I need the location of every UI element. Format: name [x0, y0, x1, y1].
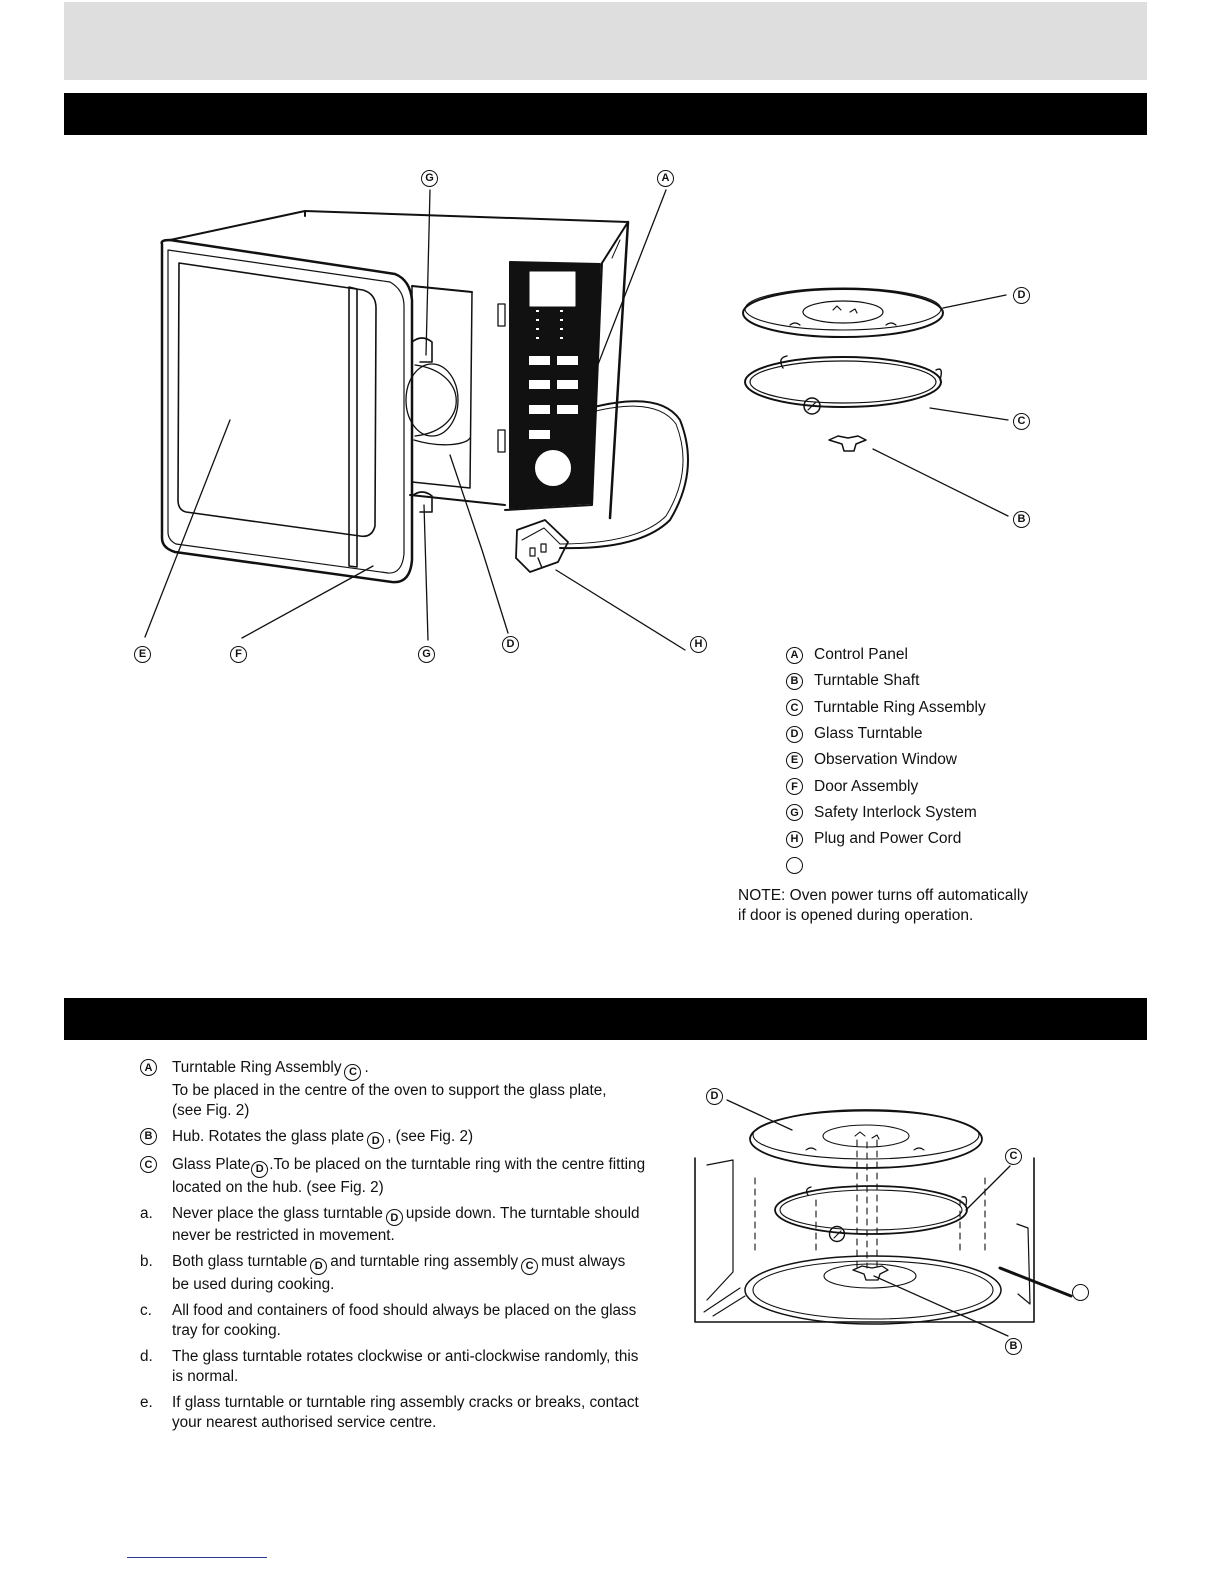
note-line-1: NOTE: Oven power turns off automatically	[738, 887, 1029, 904]
legend-item-safety-interlock: G Safety Interlock System	[786, 800, 986, 826]
callout-parts-b: B	[1013, 511, 1030, 528]
instruction-text: tray for cooking.	[172, 1321, 281, 1339]
instruction-marker: a.	[140, 1204, 153, 1222]
legend-letter: F	[786, 778, 803, 796]
callout-fig2-d: D	[706, 1088, 723, 1105]
legend-item-control-panel: A Control Panel	[786, 642, 986, 668]
callout-fig2-unlabeled	[1072, 1284, 1089, 1301]
instruction-text: To be placed in the centre of the oven t…	[172, 1081, 607, 1099]
legend-label: Observation Window	[814, 751, 958, 769]
ref-letter: D	[385, 1209, 403, 1226]
ref-letter: D	[367, 1132, 385, 1149]
callout-d: D	[502, 636, 519, 653]
footer-link-underline	[127, 1557, 267, 1558]
instruction-item-d: d. The glass turntable rotates clockwise…	[140, 1347, 700, 1387]
instruction-letter: C	[140, 1156, 157, 1173]
instruction-text: (see Fig. 2)	[172, 1101, 250, 1119]
instruction-text: be used during cooking.	[172, 1275, 335, 1293]
instruction-marker: b.	[140, 1253, 153, 1270]
ref-letter: C	[521, 1257, 539, 1275]
legend-label: Turntable Shaft	[814, 672, 920, 690]
legend-letter: E	[786, 751, 803, 769]
instruction-letter: B	[140, 1127, 157, 1145]
instruction-text: .	[364, 1059, 369, 1076]
callout-g-bottom: G	[418, 646, 435, 663]
legend-letter: A	[786, 646, 803, 664]
legend-label: Door Assembly	[814, 777, 919, 795]
instruction-text: If glass turntable or turntable ring ass…	[172, 1393, 639, 1411]
legend-item-door-assembly: F Door Assembly	[786, 773, 986, 799]
legend-item-blank	[786, 852, 986, 878]
instruction-text: Never place the glass turntable	[172, 1204, 383, 1222]
legend-letter: D	[786, 725, 803, 743]
legend-letter	[786, 857, 803, 875]
section-bar-installation	[64, 998, 1147, 1040]
ref-letter: D	[310, 1257, 328, 1275]
callout-e: E	[134, 646, 151, 663]
callout-g-top: G	[421, 170, 438, 187]
instruction-text: located on the hub. (see Fig. 2)	[172, 1178, 384, 1196]
legend-label: Plug and Power Cord	[814, 830, 962, 848]
section-bar-identification	[64, 93, 1147, 135]
instruction-text: .To be placed on the turntable ring with…	[269, 1156, 646, 1173]
safety-note: NOTE: Oven power turns off automatically…	[738, 886, 1078, 926]
callout-f: F	[230, 646, 247, 663]
instruction-text: your nearest authorised service centre.	[172, 1413, 437, 1431]
callout-parts-d: D	[1013, 287, 1030, 304]
legend-item-plug-cord: H Plug and Power Cord	[786, 826, 986, 852]
instruction-text: Turntable Ring Assembly	[172, 1059, 342, 1076]
instruction-text: must always	[541, 1253, 626, 1270]
callout-fig2-c: C	[1005, 1148, 1022, 1165]
instruction-text: Hub. Rotates the glass plate	[172, 1127, 365, 1145]
instruction-text: upside down. The turntable should	[405, 1204, 640, 1222]
instruction-text: The glass turntable rotates clockwise or…	[172, 1347, 639, 1365]
instruction-text: All food and containers of food should a…	[172, 1301, 637, 1319]
legend-label: Control Panel	[814, 646, 908, 664]
legend-letter: C	[786, 699, 803, 717]
instruction-text: , (see Fig. 2)	[387, 1127, 474, 1145]
instruction-item-e: e. If glass turntable or turntable ring …	[140, 1393, 700, 1433]
legend-letter: H	[786, 830, 803, 848]
legend-label: Turntable Ring Assembly	[814, 698, 986, 716]
instruction-text: Glass Plate	[172, 1156, 251, 1173]
instruction-text: Both glass turntable	[172, 1253, 308, 1270]
callout-parts-c: C	[1013, 413, 1030, 430]
page-header-band	[64, 2, 1147, 80]
ref-letter: C	[344, 1063, 362, 1081]
instruction-text: is normal.	[172, 1367, 239, 1385]
instruction-marker: e.	[140, 1393, 153, 1411]
instruction-text: and turntable ring assembly	[330, 1253, 519, 1270]
legend-item-turntable-shaft: B Turntable Shaft	[786, 668, 986, 694]
legend-label: Glass Turntable	[814, 725, 923, 743]
legend-item-observation-window: E Observation Window	[786, 747, 986, 773]
legend-letter: G	[786, 804, 803, 822]
instruction-letter: A	[140, 1059, 157, 1076]
callout-a: A	[657, 170, 674, 187]
note-line-2: if door is opened during operation.	[738, 907, 974, 924]
callout-h: H	[690, 636, 707, 653]
instruction-marker: c.	[140, 1301, 152, 1319]
legend-label: Safety Interlock System	[814, 803, 977, 821]
legend-letter: B	[786, 672, 803, 690]
legend-item-turntable-ring: C Turntable Ring Assembly	[786, 695, 986, 721]
ref-letter: D	[251, 1160, 269, 1178]
instruction-item-c: c. All food and containers of food shoul…	[140, 1301, 700, 1341]
instruction-text: never be restricted in movement.	[172, 1227, 395, 1244]
legend-item-glass-turntable: D Glass Turntable	[786, 721, 986, 747]
parts-legend: A Control Panel B Turntable Shaft C Turn…	[786, 642, 986, 879]
instruction-marker: d.	[140, 1347, 153, 1365]
callout-fig2-b: B	[1005, 1338, 1022, 1355]
